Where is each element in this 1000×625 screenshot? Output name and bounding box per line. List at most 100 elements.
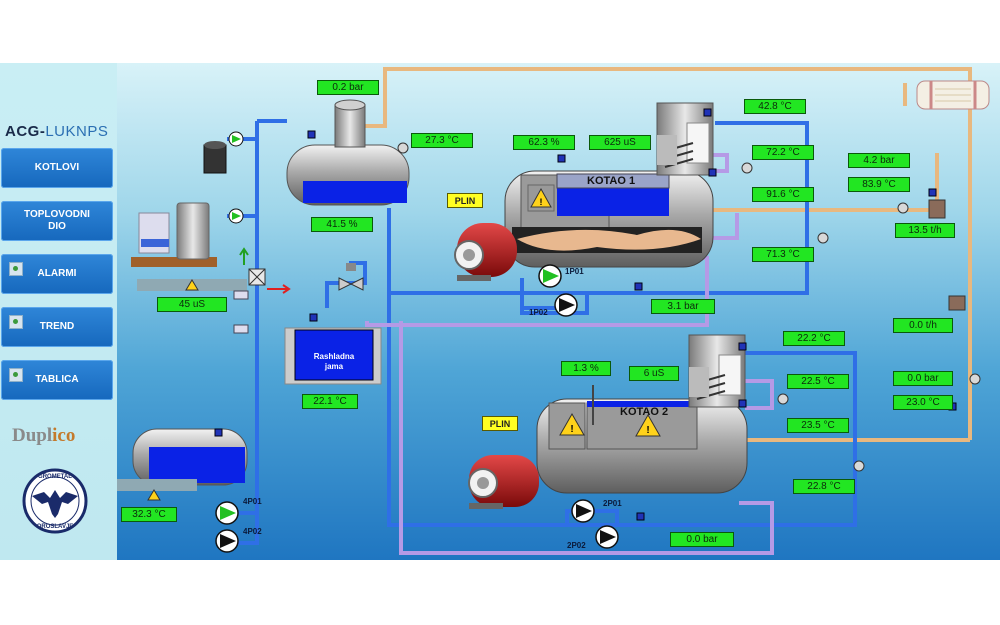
pump-4p02[interactable] [215, 529, 239, 553]
feed-level-bar [117, 479, 197, 491]
heat-exchanger [916, 80, 990, 110]
table-icon [9, 368, 23, 382]
nav-label: KOTLOVI [34, 162, 80, 173]
trend-icon [9, 315, 23, 329]
nav-button-alarmi[interactable]: ALARMI [1, 254, 113, 294]
hand-valve-icons[interactable] [397, 142, 981, 472]
boiler-1-conductivity-value: 625 uS [589, 135, 651, 150]
process-diagram: Rashladna jama [117, 67, 990, 555]
steam-line-2-pressure-value: 0.0 bar [893, 371, 953, 386]
cooling-pit-temp-value: 22.1 °C [302, 394, 358, 409]
three-way-valve[interactable] [248, 268, 266, 286]
arrow-right-icon [267, 284, 291, 294]
cooling-pit-label-2: jama [324, 362, 344, 371]
warning-icon-boiler-2-b: ! [635, 413, 661, 437]
steam-line-1-pressure-value: 4.2 bar [848, 153, 910, 168]
boiler-1-level-value: 62.3 % [513, 135, 575, 150]
svg-text:!: ! [646, 425, 649, 436]
boiler-1-return-temp-value: 71.3 °C [752, 247, 814, 262]
steam-line-2-temp-value: 23.0 °C [893, 395, 953, 410]
warning-icon-boiler-1: ! [527, 184, 555, 212]
flow-meter-1 [928, 199, 946, 219]
flow-meter-2 [948, 295, 966, 311]
grometal-crest-logo: GROMETAL OROSLAVJE [22, 468, 88, 534]
nav-label: TREND [39, 321, 75, 332]
boiler-1-hx-mid-temp-value: 72.2 °C [752, 145, 814, 160]
deaerator-pressure-value: 0.2 bar [317, 80, 379, 95]
duplico-logo-accent: ico [52, 425, 76, 446]
pump-4p01-label: 4P01 [243, 497, 262, 506]
treatment-indicators [233, 290, 249, 334]
boiler-2-return-temp-value: 22.8 °C [793, 479, 855, 494]
boiler-2-out-temp-value: 23.5 °C [787, 418, 849, 433]
boiler-1-fuel-tag: PLIN [447, 193, 483, 208]
nav-label: TABLICA [35, 374, 79, 385]
process-canvas: Rashladna jama [117, 63, 1000, 560]
pump-chemical-2[interactable] [228, 208, 244, 224]
boiler-2 [536, 334, 748, 494]
arrow-up-icon [239, 247, 249, 265]
nav-button-kotlovi[interactable]: KOTLOVI [1, 148, 113, 188]
deaerator-level-value: 41.5 % [311, 217, 373, 232]
acg-logo-suffix: LUKNPS [45, 123, 109, 140]
duplico-logo-main: Dupl [12, 425, 53, 446]
boiler-1-burner [454, 223, 517, 281]
boiler-2-level-value: 1.3 % [561, 361, 611, 376]
pump-1p01-label: 1P01 [565, 267, 584, 276]
duplico-logo: Duplico [12, 425, 75, 447]
feed-tank-temp-value: 32.3 °C [121, 507, 177, 522]
crest-top-text: GROMETAL [38, 474, 72, 480]
boiler-2-title: KOTAO 2 [620, 406, 669, 418]
nav-button-tablica[interactable]: TABLICA [1, 360, 113, 400]
pump-1p01[interactable] [538, 264, 562, 288]
scada-screen: ACG-LUKNPS KOTLOVI TOPLOVODNI DIO ALARMI… [0, 63, 1000, 560]
steam-line-1-temp-value: 83.9 °C [848, 177, 910, 192]
boiler-1-pump-pressure-value: 3.1 bar [651, 299, 715, 314]
cooling-pit-valve[interactable] [338, 263, 364, 291]
warning-icon-treatment [185, 279, 199, 291]
nav-button-toplovodni-dio[interactable]: TOPLOVODNI DIO [1, 201, 113, 241]
pump-2p01[interactable] [571, 499, 595, 523]
nav-button-trend[interactable]: TREND [1, 307, 113, 347]
warning-icon-boiler-2-a: ! [559, 412, 585, 436]
pump-4p01[interactable] [215, 501, 239, 525]
boiler-2-fuel-tag: PLIN [482, 416, 518, 431]
sensor-icons [214, 108, 957, 521]
deaerator-temp-value: 27.3 °C [411, 133, 473, 148]
boiler-2-conductivity-value: 6 uS [629, 366, 679, 381]
feed-tank [132, 428, 248, 486]
steam-line-1-flow-value: 13.5 t/h [895, 223, 955, 238]
sidebar: ACG-LUKNPS KOTLOVI TOPLOVODNI DIO ALARMI… [0, 63, 117, 560]
boiler-1 [504, 102, 714, 268]
boiler-1-hx-out-temp-value: 42.8 °C [744, 99, 806, 114]
nav-label: TOPLOVODNI DIO [24, 209, 90, 232]
boiler-2-burner [468, 455, 539, 509]
cooling-pit-label-1: Rashladna [314, 352, 355, 361]
chemical-drum [203, 141, 227, 174]
alarm-icon [9, 262, 23, 276]
boiler-2-hx-mid-temp-value: 22.5 °C [787, 374, 849, 389]
crest-bottom-text: OROSLAVJE [37, 524, 74, 530]
pump-2p02-label: 2P02 [567, 541, 586, 550]
pump-4p02-label: 4P02 [243, 527, 262, 536]
boiler-1-out-temp-value: 91.6 °C [752, 187, 814, 202]
acg-logo: ACG-LUKNPS [5, 123, 115, 140]
pump-2p02[interactable] [595, 525, 619, 549]
boiler-2-top-temp-value: 22.2 °C [783, 331, 845, 346]
pump-1p02[interactable] [554, 293, 578, 317]
boiler-1-title: KOTAO 1 [587, 175, 636, 187]
nav-label: ALARMI [37, 268, 77, 279]
boiler-2-pump-pressure-value: 0.0 bar [670, 532, 734, 547]
cooling-pit: Rashladna jama [284, 327, 382, 385]
svg-text:!: ! [570, 424, 573, 435]
svg-text:!: ! [540, 197, 543, 207]
warning-icon-feed-tank [147, 489, 161, 501]
pump-1p02-label: 1P02 [529, 308, 548, 317]
pump-chemical-1[interactable] [228, 131, 244, 147]
water-treatment-conductivity-value: 45 uS [157, 297, 227, 312]
acg-logo-prefix: ACG- [5, 123, 46, 140]
steam-line-2-flow-value: 0.0 t/h [893, 318, 953, 333]
deaerator-tank [286, 99, 410, 206]
water-treatment-unit [131, 202, 217, 267]
pump-2p01-label: 2P01 [603, 499, 622, 508]
